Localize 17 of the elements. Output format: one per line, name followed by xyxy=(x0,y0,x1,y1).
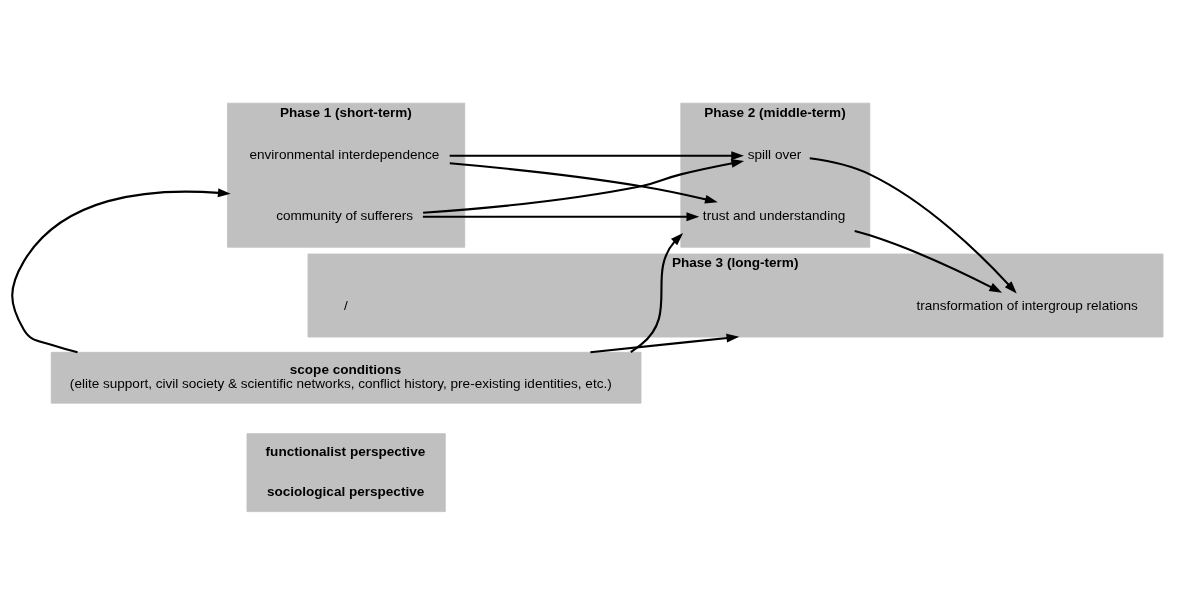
arrow xyxy=(423,159,745,214)
node-text: trust and understanding xyxy=(702,207,846,223)
arrow xyxy=(449,162,718,204)
node-text: transformation of intergroup relations xyxy=(916,297,1138,313)
node-text: / xyxy=(344,297,348,313)
node-box: functionalist perspective sociological perspective xyxy=(246,433,446,513)
arrow xyxy=(422,212,700,222)
arrow xyxy=(854,229,1003,293)
arrow xyxy=(590,333,740,354)
arrow xyxy=(630,233,684,353)
node-box: scope conditions (elite support, civil society & scientific networks, conflict history, pre-existing identities, etc.) xyxy=(50,351,642,404)
node-text: spill over xyxy=(747,146,802,162)
arrow xyxy=(449,151,744,161)
arrow xyxy=(809,157,1017,294)
node-text: environmental interdependence xyxy=(249,146,440,162)
node-text: community of sufferers xyxy=(276,207,413,223)
arrow xyxy=(11,188,231,354)
